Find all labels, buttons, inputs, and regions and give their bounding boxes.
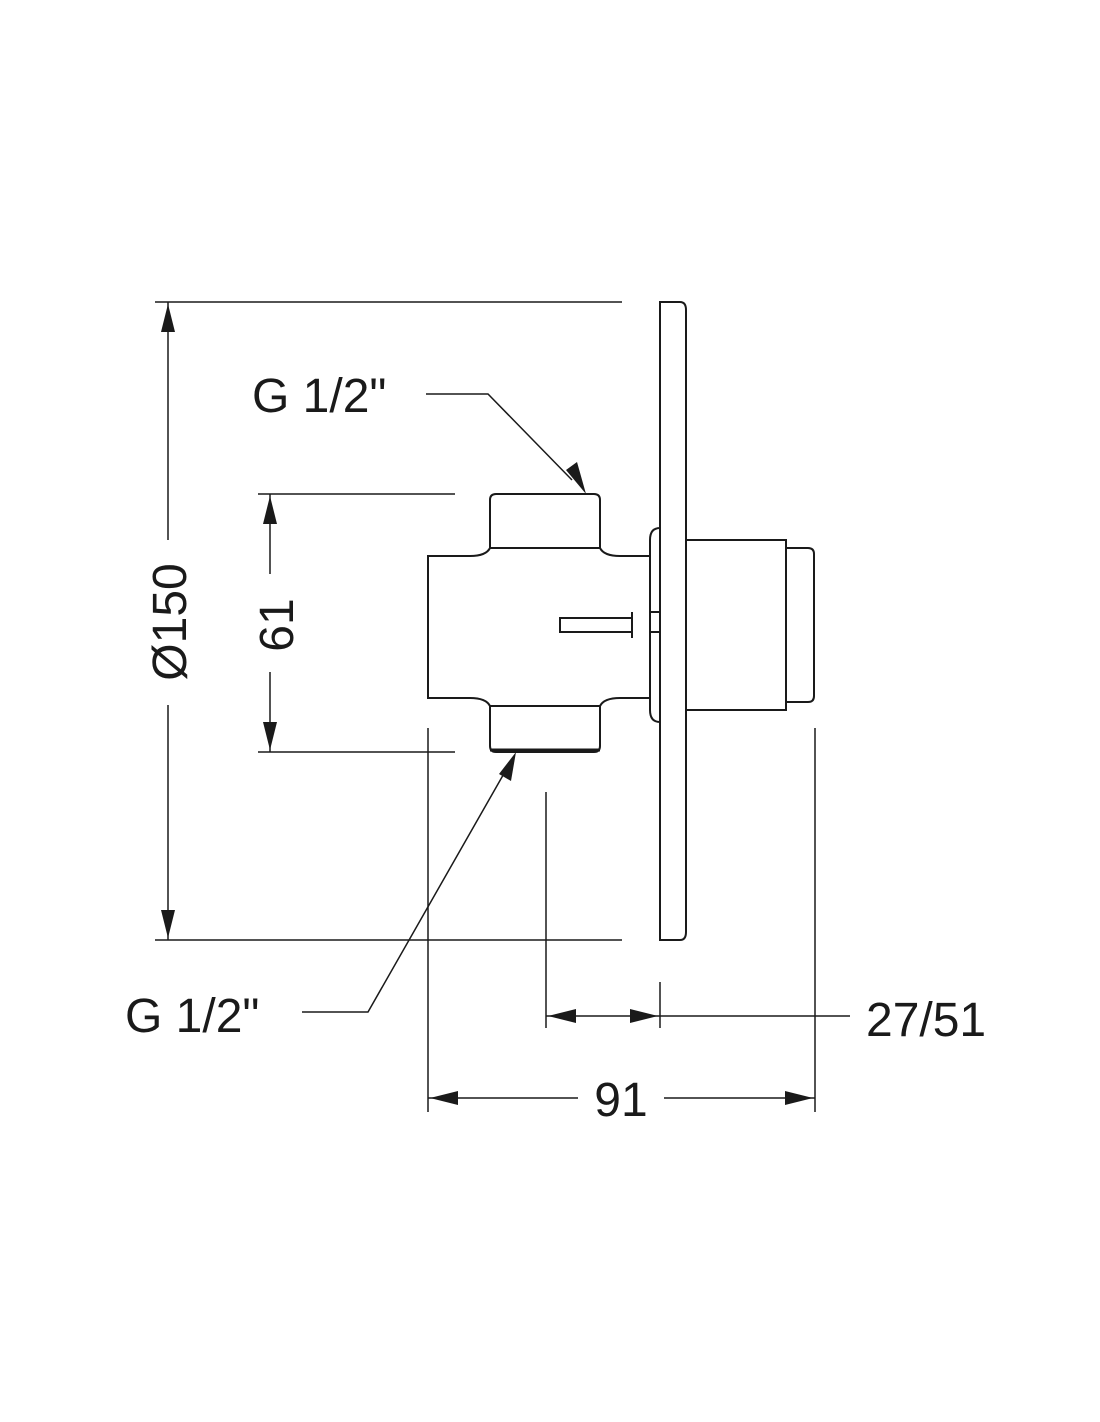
depth-dimension: 91 bbox=[427, 728, 816, 1127]
thread-top-label: G 1/2" bbox=[252, 370, 386, 423]
arrow-right-icon bbox=[785, 1091, 813, 1105]
arrow-up-icon bbox=[161, 304, 175, 332]
arrow-icon bbox=[499, 752, 516, 781]
arrow-left-icon bbox=[430, 1091, 458, 1105]
diameter-label: Ø150 bbox=[144, 563, 197, 680]
depth-label: 91 bbox=[594, 1074, 647, 1127]
height-dimension: 61 bbox=[251, 493, 455, 753]
diameter-dimension: Ø150 bbox=[144, 301, 622, 941]
arrow-icon bbox=[566, 462, 586, 494]
thread-bottom-callout: G 1/2" bbox=[125, 752, 516, 1043]
adjust-range-label: 27/51 bbox=[866, 994, 986, 1047]
thread-top-callout: G 1/2" bbox=[252, 370, 586, 494]
arrow-left-icon bbox=[548, 1009, 576, 1023]
arrow-right-icon bbox=[630, 1009, 658, 1023]
wall-plate bbox=[659, 301, 687, 941]
valve-body bbox=[427, 493, 651, 753]
push-button-assembly bbox=[649, 527, 815, 723]
arrow-down-icon bbox=[161, 910, 175, 938]
adjust-range-dimension: 27/51 bbox=[545, 792, 986, 1047]
height-label: 61 bbox=[251, 598, 304, 651]
arrow-up-icon bbox=[263, 496, 277, 524]
thread-bottom-label: G 1/2" bbox=[125, 990, 259, 1043]
arrow-down-icon bbox=[263, 722, 277, 750]
